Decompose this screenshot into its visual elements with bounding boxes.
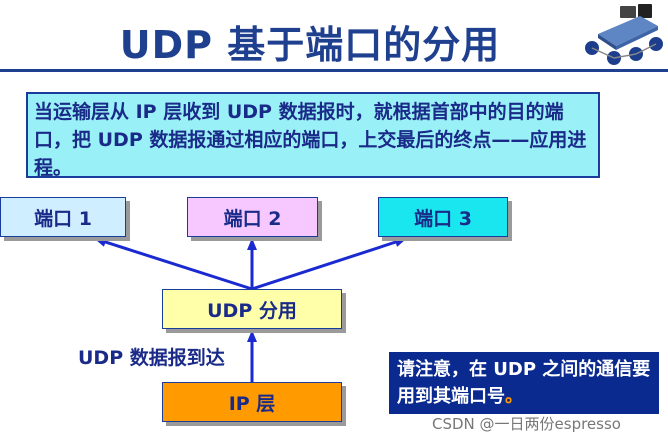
- port-3-box: 端口 3: [378, 197, 508, 237]
- title-divider: [0, 69, 668, 72]
- network-clipart-icon: [585, 4, 663, 65]
- note-end-mark: 。: [505, 386, 523, 407]
- datagram-arrival-label: UDP 数据报到达: [78, 347, 225, 369]
- watermark: CSDN @一日两份espresso: [432, 415, 621, 433]
- ip-layer-box: IP 层: [162, 382, 342, 422]
- arrow-to-port-3: [251, 237, 407, 291]
- note-text: 请注意，在 UDP 之间的通信要用到其端口号: [397, 359, 651, 407]
- udp-demux-box: UDP 分用: [162, 289, 342, 329]
- port-1-box: 端口 1: [0, 197, 126, 237]
- page-title: UDP 基于端口的分用: [119, 23, 501, 67]
- port-number-note: 请注意，在 UDP 之间的通信要用到其端口号。: [389, 352, 659, 414]
- arrow-to-port-1: [94, 237, 253, 291]
- demux-explanation: 当运输层从 IP 层收到 UDP 数据报时，就根据首部中的目的端口，把 UDP …: [26, 92, 600, 179]
- port-2-box: 端口 2: [187, 197, 318, 237]
